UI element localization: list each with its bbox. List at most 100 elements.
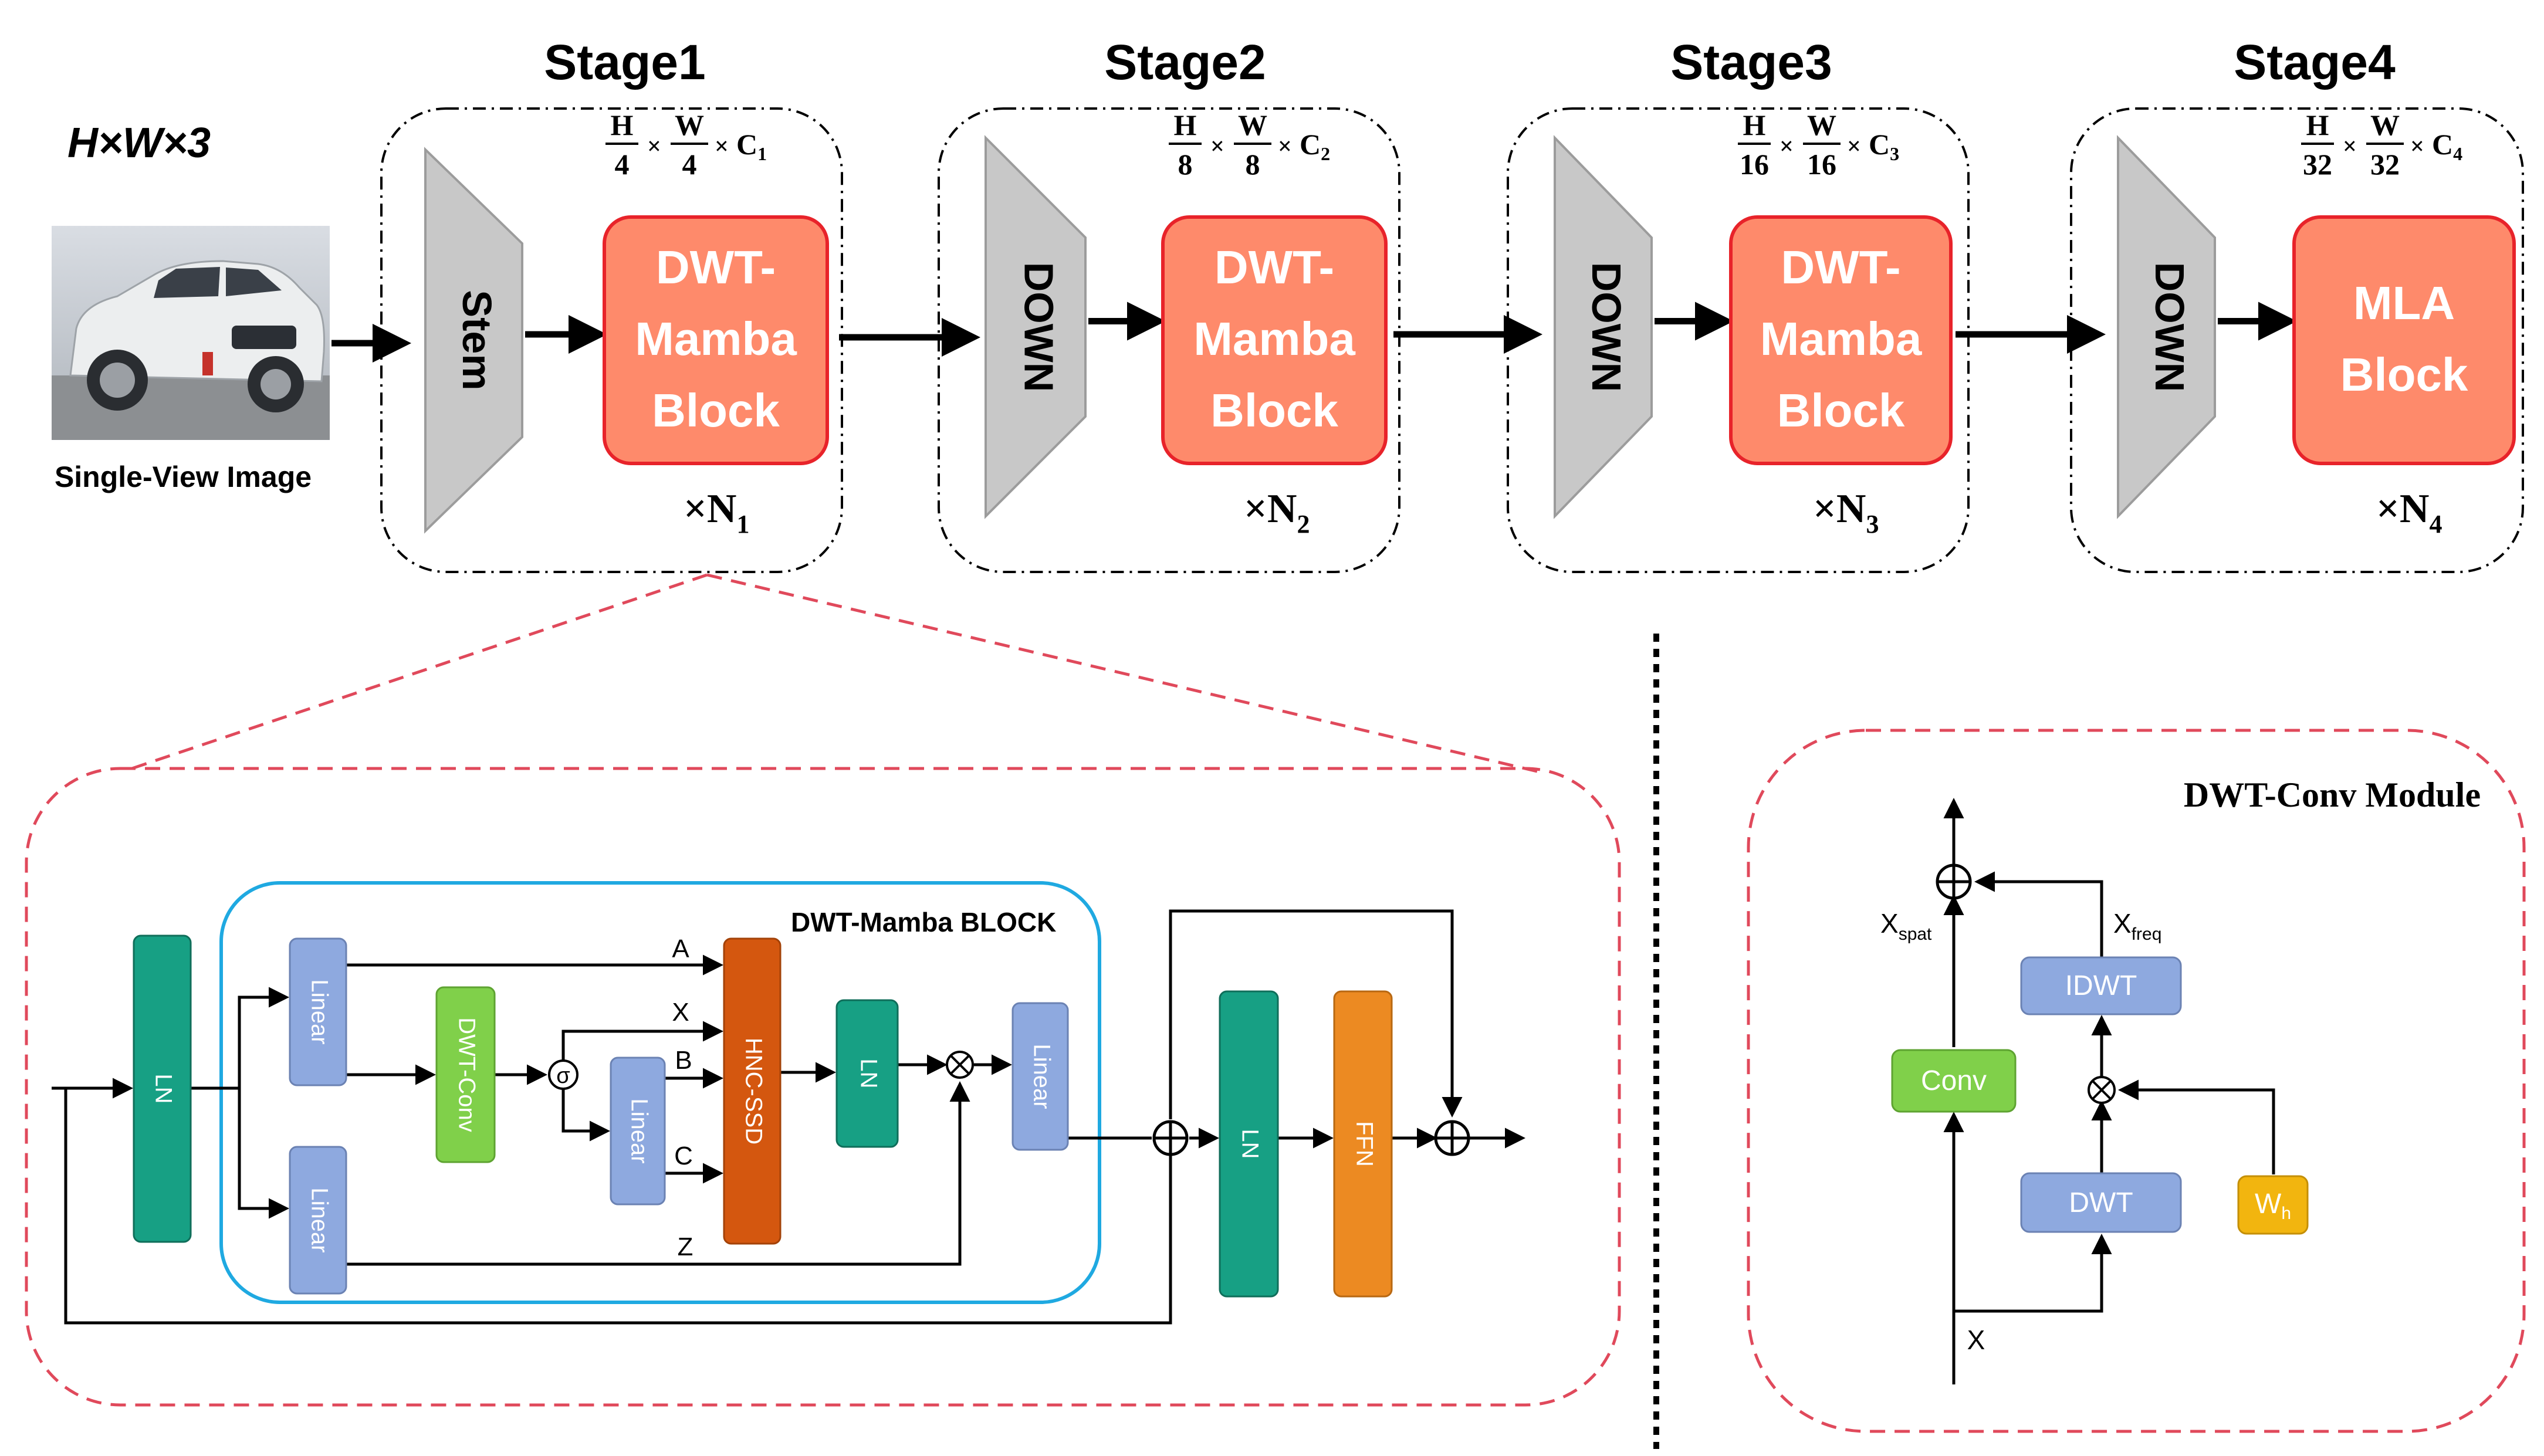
svg-text:LN: LN <box>855 1058 881 1088</box>
label-x: X <box>672 998 689 1027</box>
svg-text:Linear: Linear <box>1029 1044 1054 1109</box>
linear-block-small: Linear <box>610 1057 666 1206</box>
svg-text:DWT: DWT <box>2069 1187 2133 1218</box>
repeat-count: ×N4 <box>2376 486 2442 539</box>
svg-text:Linear: Linear <box>306 1187 332 1252</box>
res-h-numerator: H <box>1743 109 1766 141</box>
stage-title: Stage4 <box>2234 35 2396 90</box>
svg-text:Conv: Conv <box>1921 1065 1987 1096</box>
label-c: C <box>674 1142 693 1170</box>
add-node-1 <box>1152 1120 1189 1156</box>
stem-label: Stem <box>454 290 500 390</box>
down-block <box>985 135 1087 519</box>
dwt-conv-module-frame <box>1747 729 2526 1433</box>
svg-text:σ: σ <box>556 1064 570 1088</box>
repeat-count: ×N2 <box>1244 486 1310 539</box>
block-label-line: Mamba <box>1193 313 1355 365</box>
svg-text:LN: LN <box>1237 1129 1263 1159</box>
res-h-numerator: H <box>2306 109 2329 141</box>
res-h-numerator: H <box>611 109 634 141</box>
dwt-mamba-block <box>1729 215 1953 465</box>
label-x-input: X <box>1967 1325 1985 1355</box>
stage-title: Stage1 <box>544 35 705 90</box>
res-h-denominator: 16 <box>1740 148 1769 181</box>
multiply-node <box>946 1051 974 1079</box>
res-channels: C1 <box>736 128 767 164</box>
res-times: × <box>2410 133 2424 160</box>
svg-text:Wh: Wh <box>2255 1188 2291 1223</box>
mamba-wires <box>52 909 1525 1325</box>
dwt-conv-block: DWT-Conv <box>435 986 496 1163</box>
idwt-block: IDWT <box>2020 956 2182 1015</box>
label-z: Z <box>678 1232 693 1261</box>
dwt-block: DWT <box>2020 1172 2182 1233</box>
svg-text:Linear: Linear <box>626 1098 652 1163</box>
down-block <box>2117 135 2216 519</box>
stage-title: Stage2 <box>1104 35 1266 90</box>
down-label: DOWN <box>2147 262 2193 392</box>
res-w-denominator: 16 <box>1807 148 1836 181</box>
svg-text:FFN: FFN <box>1351 1121 1377 1167</box>
mamba-detail-frame <box>25 767 1621 1407</box>
dwt-conv-wires <box>1943 798 2275 1384</box>
block-label-line: DWT- <box>1215 241 1334 293</box>
dwt-mamba-block <box>603 215 829 465</box>
svg-text:DWT-Conv: DWT-Conv <box>454 1017 479 1132</box>
ln-block-1: LN <box>133 934 192 1243</box>
stem-block <box>424 147 523 534</box>
svg-text:HNC-SSD: HNC-SSD <box>740 1038 766 1145</box>
mamba-block-frame <box>219 881 1101 1304</box>
svg-text:LN: LN <box>150 1074 176 1103</box>
input-caption: Single-View Image <box>55 460 312 493</box>
down-label: DOWN <box>1584 262 1629 392</box>
res-channels: C4 <box>2432 128 2462 164</box>
wh-weight-block: Wh <box>2237 1175 2309 1235</box>
label-x-spat: Xspat <box>1880 908 1932 944</box>
res-w-numerator: W <box>2370 109 2400 141</box>
block-label-line: Mamba <box>1760 313 1922 365</box>
block-label-line: DWT- <box>656 241 776 293</box>
input-image <box>52 226 330 440</box>
repeat-count: ×N3 <box>1813 486 1879 539</box>
block-label-line: Block <box>1210 384 1338 436</box>
label-x-freq: Xfreq <box>2113 908 2161 944</box>
linear-block-top: Linear <box>289 937 347 1086</box>
res-w-numerator: W <box>1807 109 1836 141</box>
hnc-ssd-block: HNC-SSD <box>723 937 782 1245</box>
res-w-denominator: 32 <box>2370 148 2400 181</box>
res-times: × <box>1278 133 1292 160</box>
res-h-numerator: H <box>1174 109 1197 141</box>
res-times: × <box>1847 133 1861 160</box>
linear-block-right: Linear <box>1011 1002 1069 1151</box>
block-label-line: Block <box>1777 384 1905 436</box>
zoom-line-right <box>706 573 1538 773</box>
res-w-denominator: 4 <box>682 148 697 181</box>
res-h-denominator: 8 <box>1178 148 1193 181</box>
ffn-block: FFN <box>1333 990 1393 1298</box>
linear-block-bottom: Linear <box>289 1146 347 1295</box>
res-times: × <box>1780 133 1794 160</box>
down-block <box>1554 135 1653 519</box>
input-dims: H×W×3 <box>67 120 211 167</box>
block-label-line: Mamba <box>635 313 797 365</box>
res-channels: C3 <box>1869 128 1899 164</box>
res-times: × <box>715 133 729 160</box>
ln-block-3: LN <box>1219 990 1279 1298</box>
res-h-denominator: 32 <box>2303 148 2332 181</box>
sigma-activation: σ <box>548 1059 579 1090</box>
res-w-denominator: 8 <box>1246 148 1260 181</box>
label-b: B <box>675 1046 692 1075</box>
down-label: DOWN <box>1016 262 1062 392</box>
res-channels: C2 <box>1300 128 1330 164</box>
add-node-2 <box>1434 1120 1470 1156</box>
dwt-mamba-block <box>1161 215 1388 465</box>
stage-title: Stage3 <box>1670 35 1832 90</box>
svg-text:IDWT: IDWT <box>2065 970 2137 1001</box>
dwt-add-node <box>1936 864 1972 900</box>
res-w-numerator: W <box>1238 109 1267 141</box>
zoom-line-left <box>123 573 708 773</box>
res-h-denominator: 4 <box>615 148 630 181</box>
